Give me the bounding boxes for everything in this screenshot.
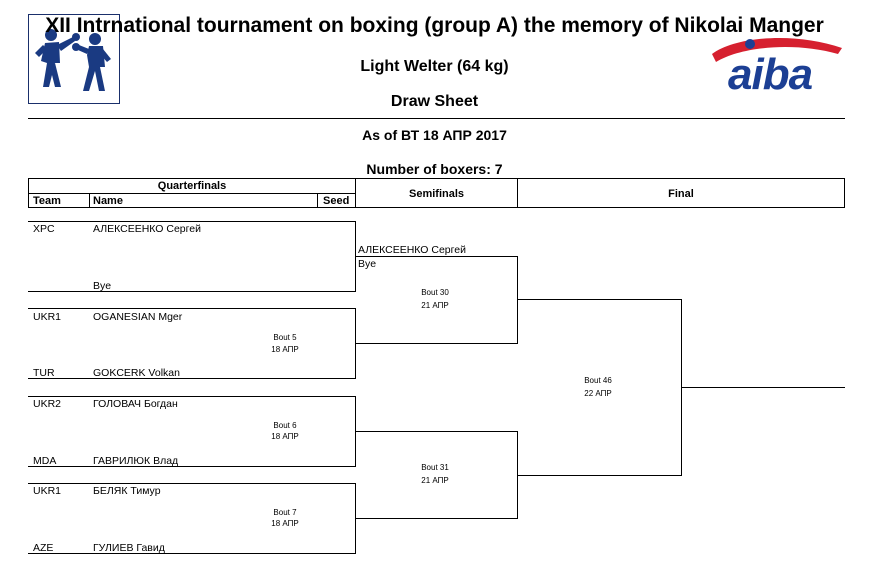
semifinals-label: Semifinals xyxy=(408,188,465,200)
boxers-logo xyxy=(28,14,120,104)
qf3-bout: Bout 6 xyxy=(273,421,297,430)
qf3-top-team: UKR2 xyxy=(33,398,62,410)
qf4-bottom-team: AZE xyxy=(33,542,54,554)
final-header xyxy=(517,178,845,208)
sf2-date: 21 АПР xyxy=(421,476,449,485)
seed-column-header: Seed xyxy=(323,195,350,207)
quarterfinals-label: Quarterfinals xyxy=(157,180,227,192)
sf1-date: 21 АПР xyxy=(421,301,449,310)
qf1-top-team: XPC xyxy=(33,223,55,235)
qf2-bottom-name: GOKCERK Volkan xyxy=(93,367,180,379)
qf2-top-team: UKR1 xyxy=(33,311,62,323)
qf1-bottom-name: Bye xyxy=(93,280,112,292)
qf2-bracket xyxy=(28,308,356,379)
final-bout: Bout 46 xyxy=(584,376,612,385)
aiba-logo-text: aiba xyxy=(728,50,813,99)
qf3-bottom-name: ГАВРИЛЮК Влад xyxy=(93,455,179,467)
qf1-top-name: АЛЕКСЕЕНКО Сергей xyxy=(93,223,201,235)
qf-subheader-line xyxy=(28,193,356,194)
qf4-bout: Bout 7 xyxy=(273,508,297,517)
qf3-top-name: ГОЛОВАЧ Богдан xyxy=(93,398,178,410)
qf-seed-sep xyxy=(317,193,318,208)
champion-line xyxy=(682,387,845,388)
sheet-title: Draw Sheet xyxy=(390,93,479,110)
sf1-winner-name: АЛЕКСЕЕНКО Сергей xyxy=(358,244,466,256)
sf1-bye-note: Bye xyxy=(358,258,377,270)
name-column-header: Name xyxy=(93,195,123,207)
qf4-top-name: БЕЛЯК Тимур xyxy=(93,485,161,497)
final-bracket xyxy=(517,299,682,476)
team-column-header: Team xyxy=(33,195,61,207)
qf2-bout: Bout 5 xyxy=(273,333,297,342)
qf4-bottom-name: ГУЛИЕВ Гавид xyxy=(93,542,165,554)
aiba-logo: aiba xyxy=(706,30,846,102)
qf2-date: 18 АПР xyxy=(271,345,299,354)
qf2-top-name: OGANESIAN Mger xyxy=(93,311,183,323)
sf1-bout: Bout 30 xyxy=(421,288,449,297)
tournament-title: XII Intrnational tournament on boxing (g… xyxy=(45,14,824,37)
header-divider xyxy=(28,118,845,119)
final-label: Final xyxy=(668,188,694,200)
number-of-boxers: Number of boxers: 7 xyxy=(366,161,503,177)
qf4-top-team: UKR1 xyxy=(33,485,62,497)
qf3-date: 18 АПР xyxy=(271,432,299,441)
sf2-bout: Bout 31 xyxy=(421,463,449,472)
weight-class: Light Welter (64 kg) xyxy=(360,58,509,75)
qf2-bottom-team: TUR xyxy=(33,367,55,379)
qf4-date: 18 АПР xyxy=(271,519,299,528)
as-of-date: As of ВТ 18 АПР 2017 xyxy=(362,127,507,143)
qf-team-sep xyxy=(89,193,90,208)
qf3-bottom-team: MDA xyxy=(33,455,57,467)
sf2-bracket xyxy=(355,431,518,519)
final-date: 22 АПР xyxy=(584,389,612,398)
sf1-bracket xyxy=(355,256,518,344)
boxers-icon xyxy=(35,29,111,91)
